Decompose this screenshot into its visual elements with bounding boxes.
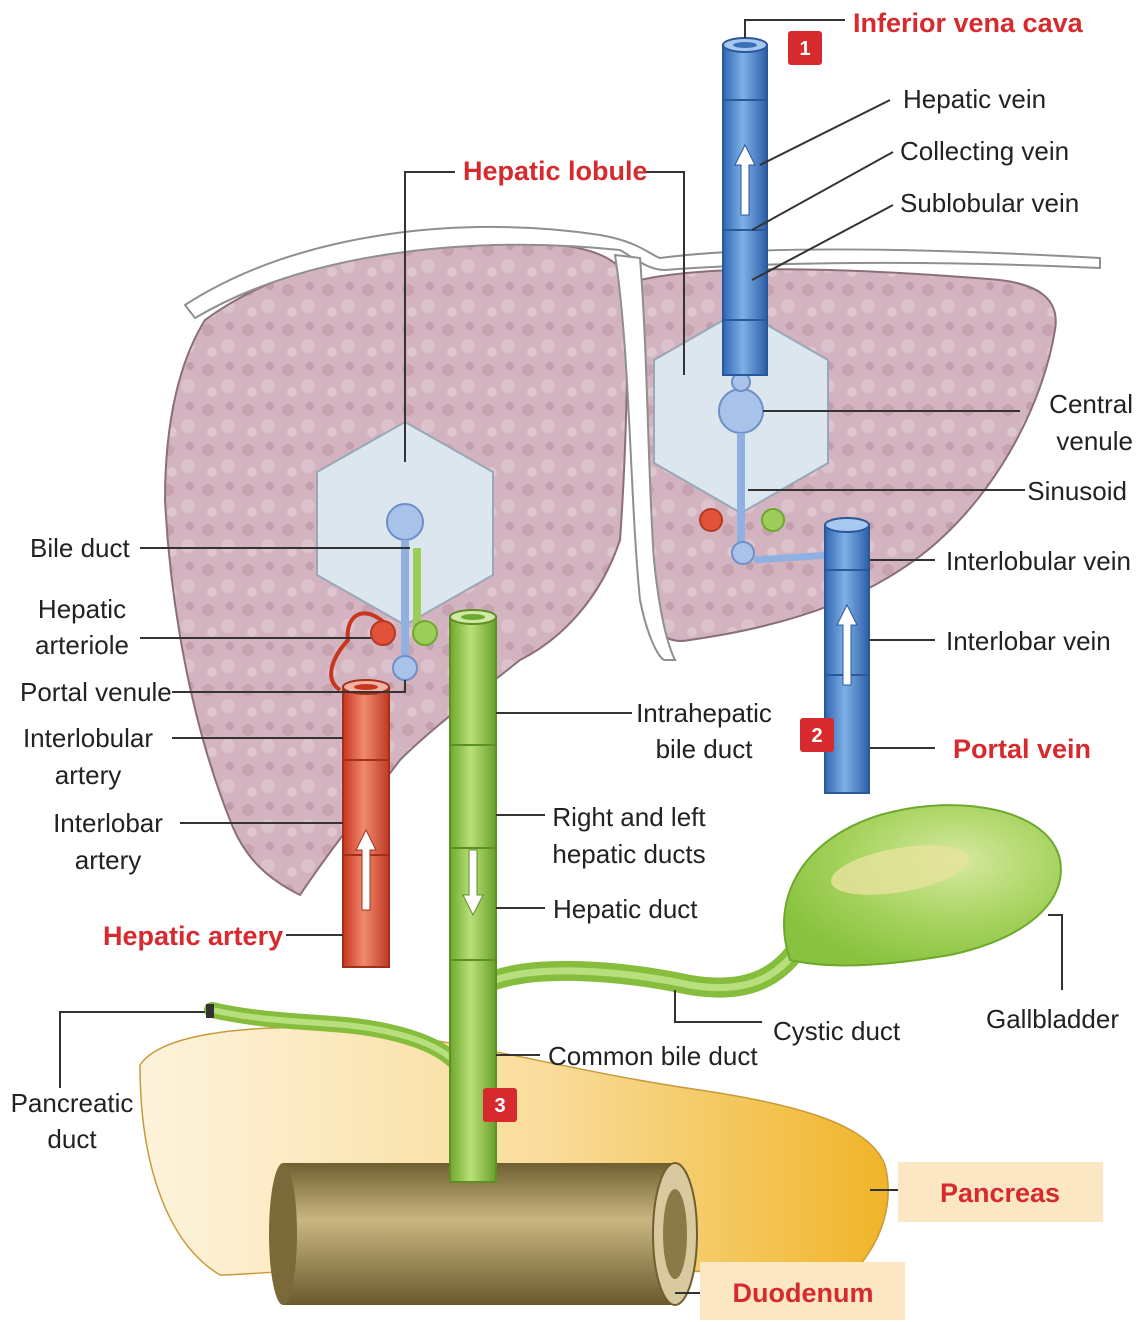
label-pancreatic-duct-line1: Pancreatic xyxy=(11,1088,134,1118)
duodenum xyxy=(269,1163,697,1305)
label-interlobular-vein: Interlobular vein xyxy=(946,546,1131,576)
label-interlobar-artery-line2: artery xyxy=(75,845,141,875)
label-cystic-duct: Cystic duct xyxy=(773,1016,901,1046)
bile-dot-right xyxy=(762,509,784,531)
portal-venule-dot xyxy=(393,656,417,680)
label-intrahepatic-bile-duct-line2: bile duct xyxy=(656,734,754,764)
central-venule-left xyxy=(387,504,423,540)
label-hepatic-vein: Hepatic vein xyxy=(903,84,1046,114)
label-hepatic-duct: Hepatic duct xyxy=(553,894,698,924)
label-pancreatic-duct-line2: duct xyxy=(47,1124,97,1154)
label-interlobular-artery-line2: artery xyxy=(55,760,121,790)
badge-1-text: 1 xyxy=(799,38,810,60)
label-common-bile-duct: Common bile duct xyxy=(548,1041,758,1071)
label-interlobar-vein: Interlobar vein xyxy=(946,626,1111,656)
label-sublobular-vein: Sublobular vein xyxy=(900,188,1079,218)
central-venule-right xyxy=(719,389,763,433)
badge-1: 1 xyxy=(788,31,822,65)
bile-ductule-dot xyxy=(413,621,437,645)
label-collecting-vein: Collecting vein xyxy=(900,136,1069,166)
label-hepatic-arteriole-line2: arteriole xyxy=(35,630,129,660)
label-sinusoid: Sinusoid xyxy=(1027,476,1127,506)
label-intrahepatic-bile-duct-line1: Intrahepatic xyxy=(636,698,772,728)
label-hepatic-artery: Hepatic artery xyxy=(103,921,283,951)
label-duodenum: Duodenum xyxy=(733,1278,874,1308)
label-right-left-hepatic-ducts-line1: Right and left xyxy=(552,802,706,832)
label-portal-venule: Portal venule xyxy=(20,677,172,707)
badge-2-text: 2 xyxy=(811,725,822,747)
label-hepatic-lobule: Hepatic lobule xyxy=(463,156,648,186)
sinusoid-junction xyxy=(732,542,754,564)
badge-3-text: 3 xyxy=(494,1095,505,1117)
label-interlobular-artery-line1: Interlobular xyxy=(23,723,153,753)
hepatic-artery-tube xyxy=(343,680,389,967)
badge-3: 3 xyxy=(483,1088,517,1122)
label-gallbladder: Gallbladder xyxy=(986,1004,1119,1034)
badge-2: 2 xyxy=(800,718,834,752)
inferior-vena-cava-tube xyxy=(723,38,767,375)
label-hepatic-arteriole-line1: Hepatic xyxy=(38,594,126,624)
label-portal-vein: Portal vein xyxy=(953,734,1091,764)
label-central-venule-line1: Central xyxy=(1049,389,1133,419)
label-central-venule-line2: venule xyxy=(1056,426,1133,456)
hepatic-arteriole-dot xyxy=(371,621,395,645)
label-pancreas: Pancreas xyxy=(940,1178,1060,1208)
label-right-left-hepatic-ducts-line2: hepatic ducts xyxy=(552,839,705,869)
label-bile-duct: Bile duct xyxy=(30,533,130,563)
label-inferior-vena-cava: Inferior vena cava xyxy=(853,8,1084,38)
artery-dot-right xyxy=(700,509,722,531)
label-interlobar-artery-line1: Interlobar xyxy=(53,808,163,838)
